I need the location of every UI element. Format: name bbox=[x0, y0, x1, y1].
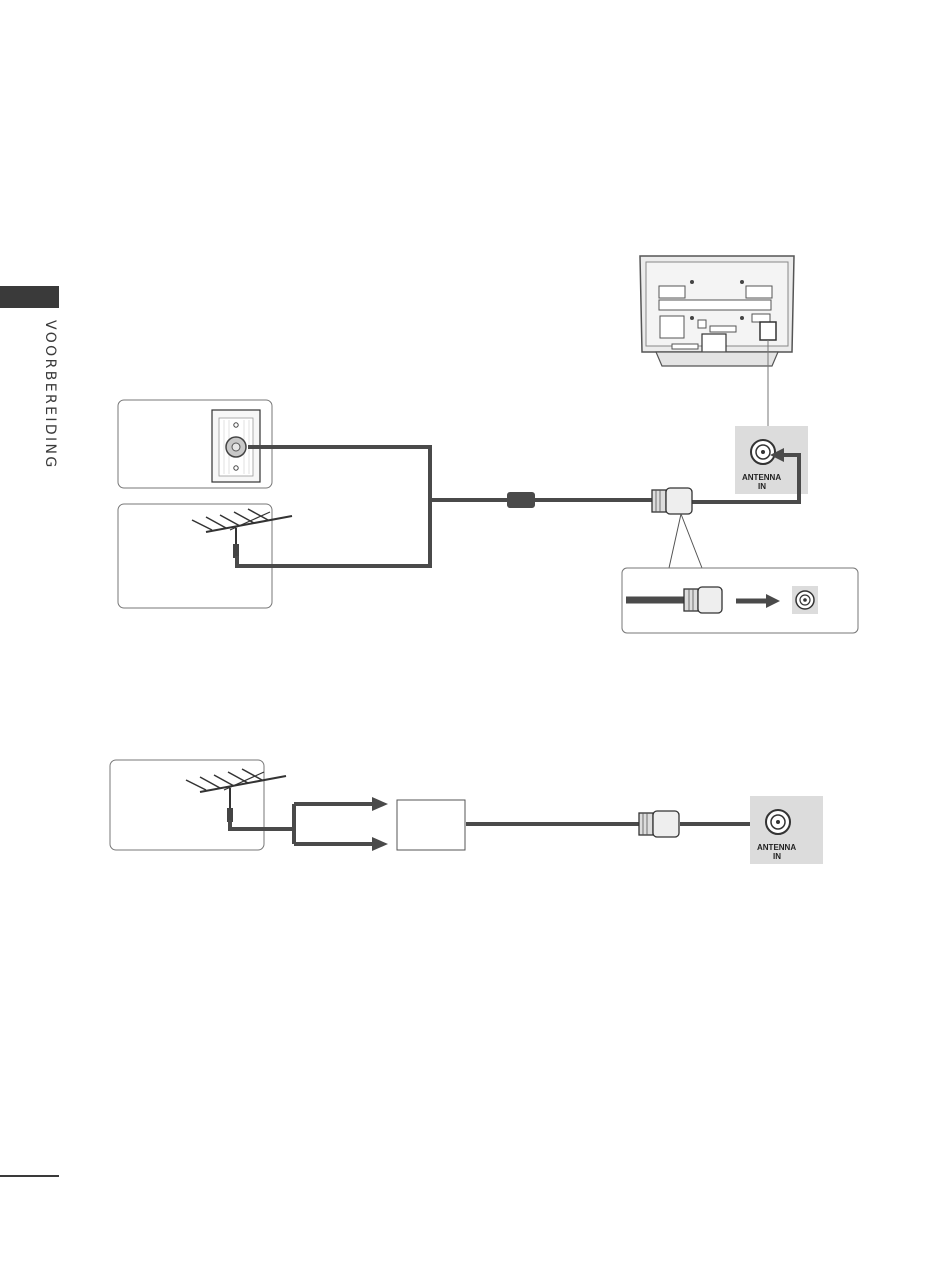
antenna-in-label-2-line2: IN bbox=[773, 852, 781, 861]
detail-jack-icon bbox=[792, 586, 818, 614]
coax-plug-icon-2 bbox=[639, 811, 679, 837]
cable-ferrite-icon bbox=[507, 492, 535, 508]
arrow-to-amplifier-icon bbox=[372, 797, 388, 811]
antenna-in-label-2-line1: ANTENNA bbox=[757, 843, 796, 852]
tv-back-icon bbox=[640, 256, 794, 366]
signal-amplifier-box bbox=[397, 800, 465, 850]
diagram-amplifier-antenna-connection: ANTENNA IN bbox=[110, 760, 823, 864]
diagram-wall-antenna-connection: ANTENNA IN bbox=[118, 256, 858, 633]
detail-callout-line-left bbox=[669, 514, 681, 568]
antenna-in-label-line1: ANTENNA bbox=[742, 473, 781, 482]
coax-plug-icon bbox=[652, 488, 692, 514]
antenna-jack-icon-2 bbox=[766, 810, 790, 834]
arrow-to-amplifier-icon bbox=[372, 837, 388, 851]
detail-callout-line-right bbox=[681, 514, 702, 568]
outdoor-antenna-box-2 bbox=[110, 760, 264, 850]
antenna-in-label-line2: IN bbox=[758, 482, 766, 491]
antenna-jack-icon bbox=[751, 440, 775, 464]
detail-coax-plug-icon bbox=[684, 587, 722, 613]
